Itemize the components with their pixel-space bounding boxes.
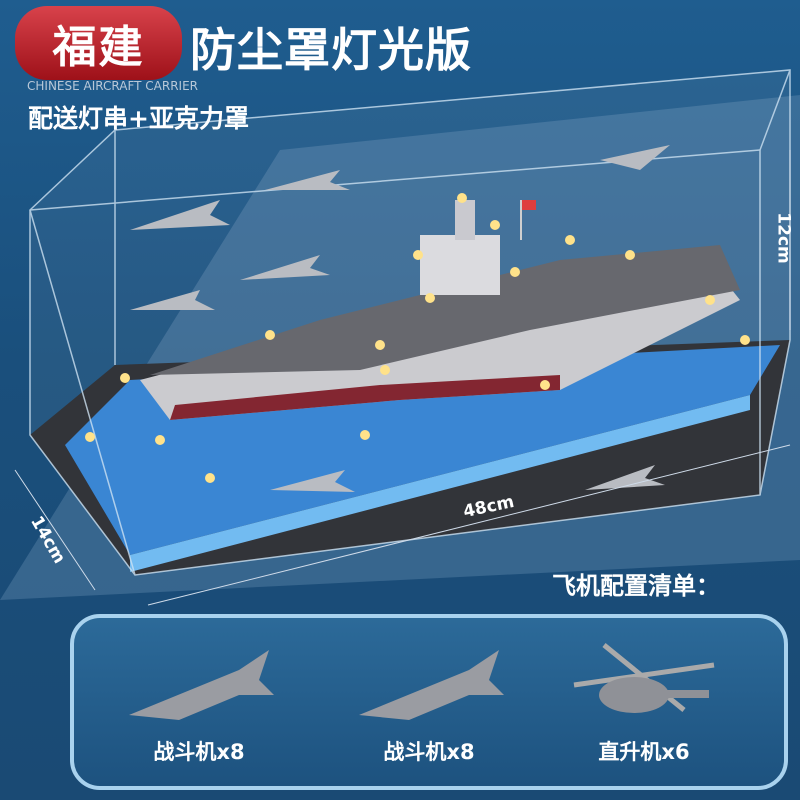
aircraft-item: 直升机x6 bbox=[544, 618, 744, 788]
acrylic-cover bbox=[29, 69, 791, 576]
fighter-jet-icon bbox=[129, 650, 274, 720]
english-subtitle: CHINESE AIRCRAFT CARRIER bbox=[27, 79, 198, 93]
aircraft-item: 战斗机x8 bbox=[99, 618, 299, 788]
aircraft-list-title: 飞机配置清单： bbox=[552, 572, 720, 600]
aircraft-list-panel: 战斗机x8 战斗机x8 直升机x6 bbox=[70, 614, 788, 790]
aircraft-label: 战斗机x8 bbox=[383, 740, 475, 764]
subtitle: 配送灯串+亚克力罩 bbox=[28, 104, 249, 133]
helicopter-icon bbox=[573, 643, 715, 713]
led-lights bbox=[85, 193, 750, 483]
model-badge: 福建 bbox=[15, 6, 182, 80]
fighter-jet-icon bbox=[359, 650, 504, 720]
page-title: 防尘罩灯光版 bbox=[190, 23, 472, 77]
height-label: 12cm bbox=[773, 212, 794, 264]
aircraft-label: 直升机x6 bbox=[598, 740, 690, 764]
carrier-island bbox=[420, 235, 500, 295]
flight-deck bbox=[150, 245, 740, 375]
aircraft-label: 战斗机x8 bbox=[153, 740, 245, 764]
aircraft-item: 战斗机x8 bbox=[329, 618, 529, 788]
floating-jets bbox=[130, 145, 670, 492]
